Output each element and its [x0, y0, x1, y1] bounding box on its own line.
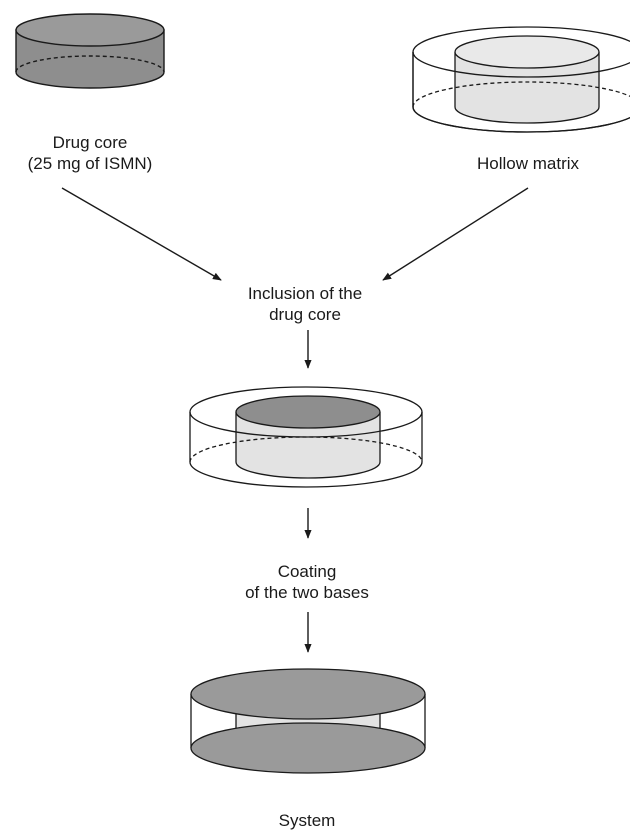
arrow-from-drug-core: [61, 187, 222, 281]
assembled-cylinder: [189, 386, 423, 488]
hollow-matrix-label: Hollow matrix: [477, 153, 579, 174]
drug-core-cylinder: [15, 13, 165, 89]
system-cylinder: [190, 668, 426, 774]
coating-step-line2: of the two bases: [245, 583, 369, 602]
drug-core-label-line1: Drug core: [52, 133, 128, 152]
coating-step-label: Coating of the two bases: [245, 561, 369, 603]
inclusion-step-label: Inclusion of the drug core: [248, 283, 362, 325]
coating-step-line1: Coating: [277, 562, 337, 581]
hollow-matrix-cylinder: [412, 26, 630, 133]
hollow-matrix-label-text: Hollow matrix: [476, 154, 580, 173]
inclusion-step-line1: Inclusion of the: [247, 284, 363, 303]
drug-core-label-line2: (25 mg of ISMN): [27, 154, 153, 173]
system-label: System: [279, 810, 336, 831]
drug-core-label: Drug core (25 mg of ISMN): [28, 132, 153, 174]
inclusion-step-line2: drug core: [269, 305, 341, 324]
arrow-from-hollow-matrix: [382, 187, 529, 281]
system-label-text: System: [278, 811, 336, 830]
